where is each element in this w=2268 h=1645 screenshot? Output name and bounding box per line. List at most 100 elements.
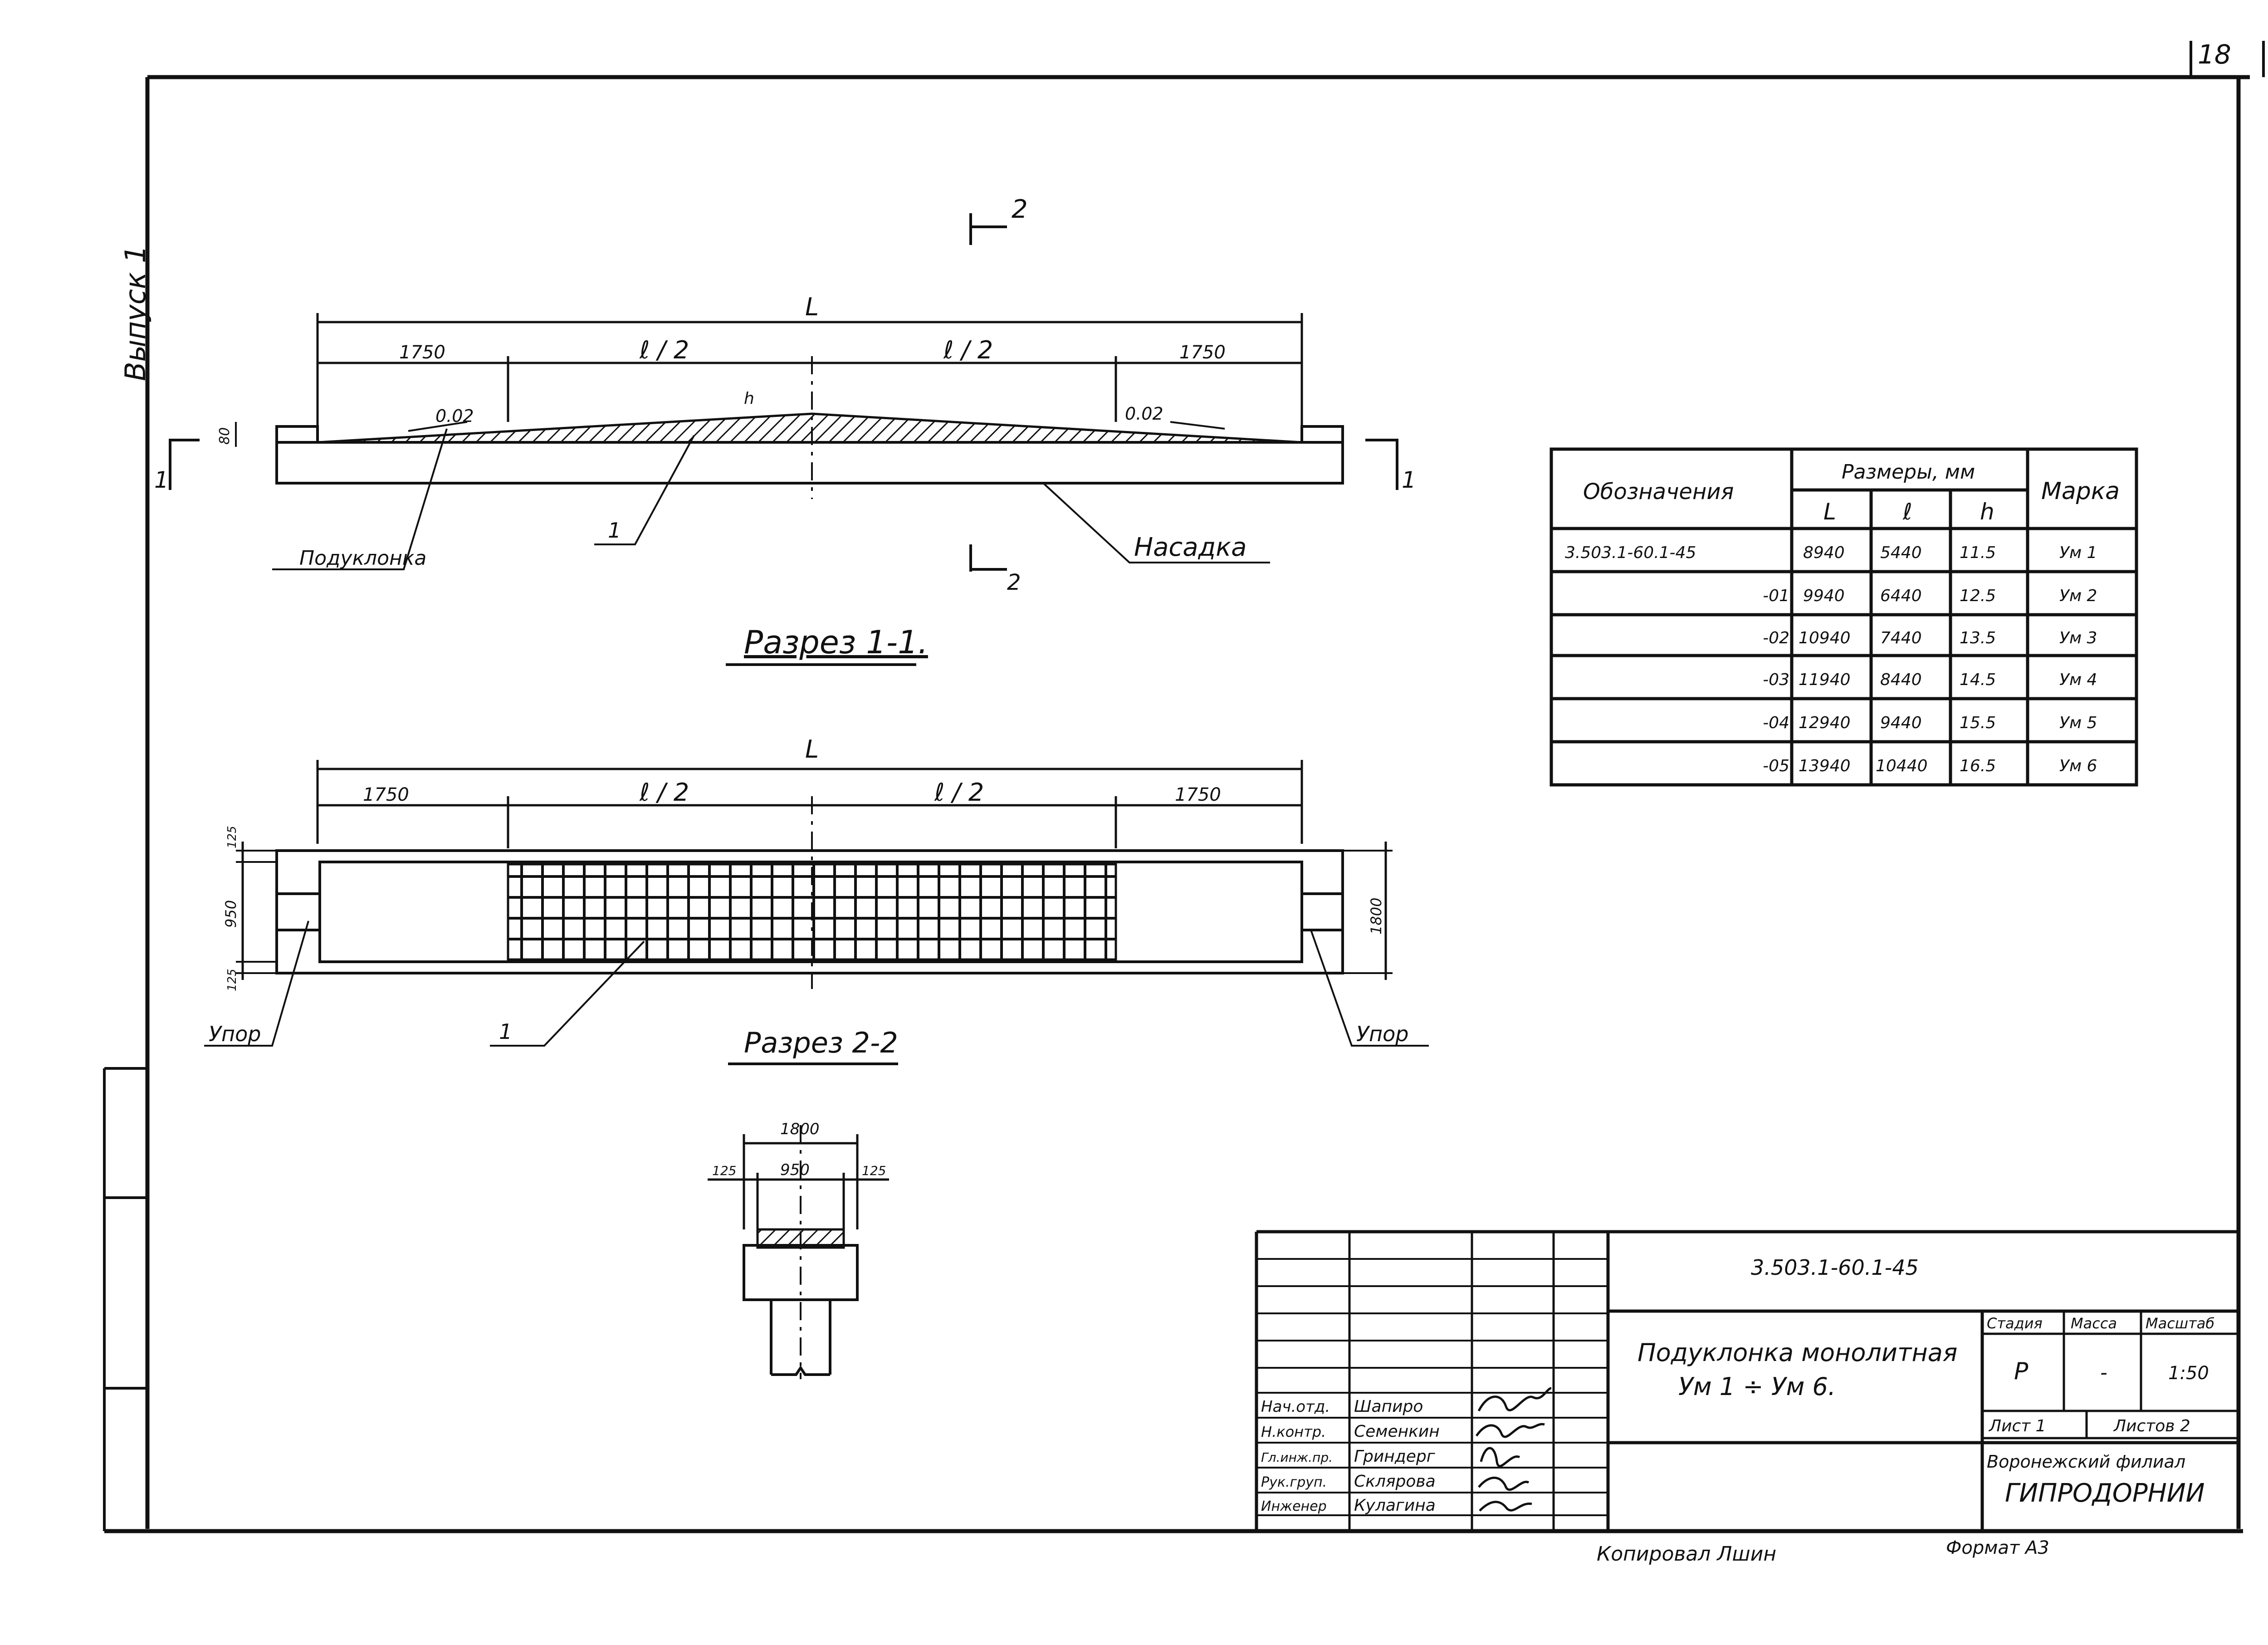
cross-dim-left: 125 (712, 1163, 736, 1178)
cross-section-drawing (708, 1125, 889, 1379)
release-label: Выпуск 1 (119, 245, 152, 381)
spec-cell-mark: Ум 5 (2059, 714, 2097, 732)
s11-dim-end-right: 1750 (1179, 342, 1226, 363)
title-line-2: Ум 1 ÷ Ум 6. (1678, 1372, 1836, 1401)
spec-header-sizes: Размеры, мм (1842, 460, 1975, 484)
s22-dim-end-right: 1750 (1175, 784, 1221, 805)
spec-cell-mark: Ум 3 (2059, 629, 2097, 647)
cut-2-bottom-label: 2 (1007, 570, 1021, 595)
spec-cell-designation: -03 (1763, 671, 1789, 689)
section-1-1-title: Разрез 1-1. (744, 624, 928, 661)
s22-dim-half-left: ℓ / 2 (639, 778, 689, 807)
sheets-label: Листов 2 (2113, 1417, 2190, 1435)
signature-role: Н.контр. (1261, 1423, 1326, 1440)
signature-name: Склярова (1354, 1472, 1436, 1491)
signature-role: Гл.инж.пр. (1261, 1450, 1333, 1465)
spec-cell-l: 7440 (1880, 629, 1922, 647)
s11-dim-h: h (744, 389, 754, 408)
section-1-1-drawing (169, 313, 1398, 570)
spec-header-mark: Марка (2041, 478, 2120, 505)
cut-2-top-label: 2 (1012, 195, 1028, 224)
spec-cell-h: 15.5 (1960, 714, 1996, 732)
spec-subheader-l: ℓ (1902, 499, 1912, 525)
spec-cell-L: 12940 (1799, 714, 1851, 732)
sheet-frame (103, 41, 2265, 1533)
spec-cell-designation: -04 (1763, 714, 1789, 732)
s11-leader-nasadka: Насадка (1134, 533, 1246, 562)
title-block (1255, 1230, 2239, 1531)
spec-cell-designation: -02 (1763, 629, 1789, 647)
scale-label: Масштаб (2146, 1315, 2214, 1332)
signature-role: Инженер (1261, 1498, 1327, 1514)
spec-cell-mark: Ум 4 (2059, 671, 2097, 689)
spec-cell-designation: -01 (1763, 587, 1789, 605)
title-line-1: Подуклонка монолитная (1637, 1338, 1957, 1367)
s11-dim-half-left: ℓ / 2 (639, 336, 689, 364)
spec-row-5: -05 13940 10440 16.5 Ум 6 (1763, 757, 2097, 775)
signature-row-3: Рук.груп. Склярова (1261, 1472, 1436, 1491)
spec-subheader-L: L (1823, 499, 1836, 525)
s22-dim-half-right: ℓ / 2 (934, 778, 984, 807)
s11-leader-podklonka: Подуклонка (299, 547, 426, 570)
signature-row-0: Нач.отд. Шапиро (1261, 1397, 1423, 1416)
scale-value: 1:50 (2168, 1363, 2209, 1384)
spec-cell-h: 12.5 (1960, 587, 1996, 605)
cross-dim-total: 1800 (780, 1120, 820, 1138)
s22-dim-edge-bottom: 125 (225, 969, 239, 991)
signature-scribbles (1475, 1387, 1552, 1512)
cut-1-left-label: 1 (154, 467, 169, 493)
section-2-2-drawing (204, 760, 1429, 1047)
spec-cell-l: 5440 (1880, 543, 1922, 562)
s11-dim-end-left: 1750 (399, 342, 445, 363)
spec-cell-h: 13.5 (1960, 629, 1996, 647)
cross-dim-inner: 950 (780, 1161, 810, 1179)
s22-leader-upor-left: Упор (209, 1022, 261, 1046)
format-label: Формат А3 (1946, 1537, 2049, 1558)
signature-name: Гриндерг (1354, 1447, 1436, 1466)
s22-dim-width: 1800 (1368, 898, 1385, 935)
s22-leader-item: 1 (499, 1019, 512, 1044)
s11-dim-total: L (805, 293, 819, 321)
signature-name: Шапиро (1354, 1397, 1423, 1416)
spec-table (1549, 447, 2138, 787)
spec-cell-L: 10940 (1799, 629, 1851, 647)
s22-dim-end-left: 1750 (363, 784, 409, 805)
page-number: 18 (2198, 39, 2231, 70)
spec-row-2: -02 10940 7440 13.5 Ум 3 (1763, 629, 2097, 647)
cross-dim-right: 125 (862, 1163, 886, 1178)
stage-label: Стадия (1987, 1315, 2043, 1332)
signature-role: Нач.отд. (1261, 1398, 1330, 1416)
mass-label: Масса (2071, 1315, 2117, 1332)
spec-cell-mark: Ум 1 (2059, 543, 2097, 562)
spec-cell-L: 11940 (1799, 671, 1851, 689)
s11-slope-right: 0.02 (1125, 404, 1163, 424)
s22-leader-upor-right: Упор (1356, 1022, 1408, 1046)
spec-cell-h: 11.5 (1960, 543, 1996, 562)
spec-cell-l: 9440 (1880, 714, 1922, 732)
cut-2-marks (969, 213, 1007, 572)
signature-name: Кулагина (1354, 1496, 1436, 1515)
spec-cell-L: 13940 (1799, 757, 1851, 775)
spec-cell-designation: -05 (1763, 757, 1789, 775)
s11-dim-small: 80 (217, 427, 233, 445)
sheet-label: Лист 1 (1988, 1417, 2046, 1435)
spec-cell-h: 16.5 (1960, 757, 1996, 775)
spec-row-0: 3.503.1-60.1-45 8940 5440 11.5 Ум 1 (1565, 543, 2097, 562)
signature-row-2: Гл.инж.пр. Гриндерг (1261, 1447, 1436, 1466)
s22-dim-inner: 950 (222, 900, 240, 928)
title-doc-code: 3.503.1-60.1-45 (1751, 1255, 1919, 1280)
spec-cell-designation: 3.503.1-60.1-45 (1565, 543, 1696, 562)
spec-cell-h: 14.5 (1960, 671, 1996, 689)
signature-name: Семенкин (1354, 1422, 1440, 1441)
spec-subheader-h: h (1980, 499, 1994, 525)
org-line-1: Воронежский филиал (1987, 1452, 2185, 1472)
copied-by: Копировал Лшин (1597, 1542, 1776, 1566)
signature-row-4: Инженер Кулагина (1261, 1496, 1436, 1515)
spec-row-1: -01 9940 6440 12.5 Ум 2 (1763, 587, 2097, 605)
spec-row-4: -04 12940 9440 15.5 Ум 5 (1763, 714, 2097, 732)
s11-leader-item: 1 (608, 518, 621, 543)
spec-cell-l: 10440 (1876, 757, 1928, 775)
mass-value: - (2100, 1361, 2107, 1384)
cut-1-right-label: 1 (1402, 467, 1416, 493)
